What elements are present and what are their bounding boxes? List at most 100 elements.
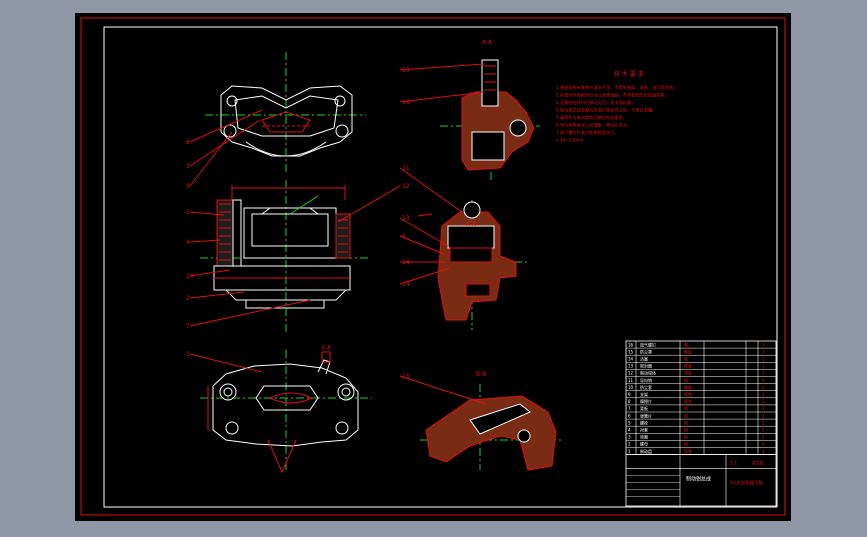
table-cell: 螺母 [640, 441, 648, 447]
section-aa [440, 59, 540, 182]
table-cell: 6 [628, 413, 631, 418]
svg-text:1: 1 [186, 351, 190, 358]
table-cell: 钢 [684, 419, 688, 425]
tech-note-line: a.30~1.0mm [556, 138, 584, 143]
table-cell: 2 [762, 442, 765, 447]
drawing-title: 制动钳总成 [686, 476, 711, 483]
view-bottom [200, 350, 372, 474]
table-cell: 11 [628, 378, 634, 383]
view-front [200, 180, 370, 332]
svg-text:15: 15 [402, 373, 410, 380]
table-row: 9 支架 铸铁 1 [626, 391, 776, 399]
table-cell: 1 [628, 449, 631, 454]
table-cell: 放气螺钉 [640, 341, 656, 347]
leader-lines [189, 63, 487, 405]
technical-requirements: 技 术 要 求 1.装配前所有零件应清洗干净，不得有铁屑、毛刺、油污等杂物。2.… [556, 70, 677, 143]
table-cell: 背板 [640, 405, 648, 411]
table-cell: 2 [762, 406, 765, 411]
section-ff [420, 384, 562, 471]
table-cell: 钢 [684, 441, 688, 447]
table-cell: 15 [628, 349, 634, 354]
svg-text:14: 14 [402, 259, 410, 266]
view-top [205, 52, 366, 175]
table-cell: 12 [628, 371, 634, 376]
table-cell: 2 [762, 420, 765, 425]
table-cell: 9 [628, 392, 631, 397]
table-cell: 复合 [684, 398, 692, 404]
table-cell: 2 [762, 378, 765, 383]
table-cell: 1 [762, 392, 765, 397]
tech-note-line: 6.导向销表面涂以润滑脂，滑动应灵活。 [556, 122, 631, 129]
svg-text:3: 3 [186, 163, 190, 170]
tech-note-line: 2.各密封件装配时应涂以润滑油脂，不得有划伤和扭曲现象。 [556, 92, 669, 99]
svg-text:16: 16 [402, 99, 410, 106]
sheet-count: 共1张 [752, 460, 764, 467]
svg-text:14: 14 [402, 281, 410, 288]
table-cell: 2 [762, 399, 765, 404]
section-label: B-B [476, 371, 486, 378]
table-cell: 摩擦片 [640, 398, 652, 404]
school-name: XX大学机械学院 [730, 480, 764, 487]
svg-text:4: 4 [186, 239, 190, 246]
table-cell: 橡胶 [684, 348, 692, 354]
table-cell: 铸铁 [684, 391, 692, 397]
table-cell: 4 [628, 428, 631, 433]
tech-note-line: 3.活塞在缸体内应移动灵活，无卡滞现象。 [556, 99, 635, 106]
table-cell: 1 [762, 349, 765, 354]
table-cell: 10 [628, 385, 634, 390]
inner-border [103, 26, 778, 508]
table-cell: 密封圈 [640, 363, 652, 369]
scale-value: 1:1 [730, 461, 737, 467]
svg-text:6: 6 [402, 233, 406, 240]
table-cell: 1 [762, 357, 765, 362]
table-cell: 13 [628, 364, 634, 369]
table-cell: 钢 [684, 377, 688, 383]
table-cell: 铸铁 [684, 370, 692, 376]
table-cell: 1 [762, 449, 765, 454]
table-cell: 16 [628, 342, 634, 347]
table-cell: 钢 [684, 341, 688, 347]
svg-text:7: 7 [186, 323, 190, 330]
table-cell: 铸铁 [684, 448, 692, 454]
table-cell: 垫圈 [640, 434, 648, 440]
table-cell: 1 [762, 364, 765, 369]
table-cell: 制动盘 [640, 448, 652, 454]
table-cell: 钢 [684, 434, 688, 440]
svg-text:11: 11 [402, 165, 410, 172]
svg-text:15: 15 [402, 67, 410, 74]
svg-text:13: 13 [402, 215, 410, 222]
table-cell: 防尘套 [640, 384, 652, 390]
tech-note-line: 4.制动钳总成装配后应进行密封性试验，不得有渗漏。 [556, 107, 656, 114]
tech-note-line: 5.摩擦片与制动盘的间隙应符合要求。 [556, 114, 627, 121]
table-cell: 活塞 [640, 356, 648, 362]
section-mid [418, 200, 530, 330]
table-cell: 衬套 [640, 427, 648, 433]
table-cell: 2 [628, 442, 631, 447]
table-cell: 3 [628, 435, 631, 440]
table-cell: 制动钳体 [640, 370, 656, 376]
table-cell: 1 [762, 371, 765, 376]
table-cell: 2 [762, 385, 765, 390]
table-row: 12 制动钳体 铸铁 1 [626, 370, 776, 377]
tech-note-line: 1.装配前所有零件应清洗干净，不得有铁屑、毛刺、油污等杂物。 [556, 84, 677, 91]
section-label: A-A [482, 39, 493, 46]
table-cell: 螺栓 [640, 419, 648, 425]
table-cell: 8 [628, 399, 631, 404]
table-row: 8 摩擦片 复合 2 [626, 398, 776, 406]
table-row: 2 螺母 钢 2 [626, 441, 776, 448]
table-cell: 防尘罩 [640, 348, 652, 354]
table-cell: 支架 [640, 391, 648, 397]
table-cell: 钢 [684, 412, 688, 418]
table-cell: 2 [762, 413, 765, 418]
